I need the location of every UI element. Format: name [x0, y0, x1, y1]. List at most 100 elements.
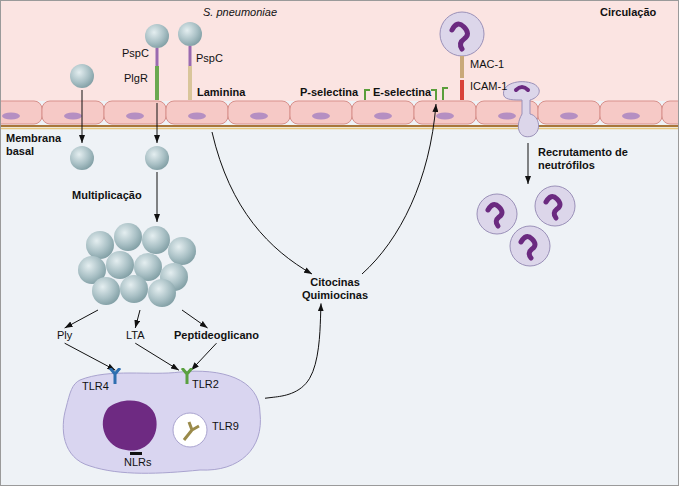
- endothelial-cell: [166, 101, 228, 124]
- bacterium: [70, 146, 94, 170]
- cell-nucleus: [622, 113, 640, 120]
- arrow-connector: [182, 310, 208, 328]
- e-selectin-receptor: [431, 90, 436, 100]
- signal-arrow: [212, 132, 312, 274]
- annotation-label: Laminina: [197, 86, 245, 99]
- bacterium: [178, 22, 202, 46]
- bacteria-cluster-shape: [70, 185, 210, 310]
- bacterium: [120, 275, 148, 303]
- entry-arrow: [82, 90, 83, 143]
- node-text: NLRs: [124, 456, 152, 469]
- endothelial-cell: [662, 101, 679, 124]
- node-text: LTA: [126, 329, 145, 342]
- annotation-label: S. pneumoniae: [203, 6, 277, 19]
- macrophage-cell: TLR4TLR2TLR9NLRs: [60, 368, 265, 476]
- node-text: Multiplicação: [72, 189, 142, 202]
- cell-nucleus: [374, 113, 392, 120]
- endosome: [173, 413, 207, 447]
- endothelial-cells: [0, 101, 679, 124]
- annotation-label: PspC: [122, 47, 149, 60]
- cell-nucleus: [64, 113, 82, 120]
- annotation-label: Circulação: [600, 6, 656, 19]
- pspc-protein: [156, 48, 159, 66]
- arrow-connector: [135, 310, 140, 328]
- bacterium: [70, 64, 94, 88]
- endothelial-cell: [352, 101, 414, 124]
- multiplication-arrow: [157, 172, 158, 222]
- molecule-label: Ply: [55, 328, 74, 343]
- bacterium: [145, 24, 169, 48]
- arrow-connector: [191, 343, 216, 370]
- bacterium: [106, 251, 134, 279]
- cell-nucleus: [312, 113, 330, 120]
- circulation-ground: [0, 0, 679, 101]
- bacterium: [86, 231, 114, 259]
- annotation-label: E-selectina: [373, 86, 431, 99]
- tlr4-receptor: [110, 368, 120, 384]
- bacterium: [148, 279, 176, 307]
- bacterium: [168, 237, 196, 265]
- arrow-connector: [265, 303, 321, 398]
- bacterium: [114, 223, 142, 251]
- arrow-connector: [135, 343, 179, 370]
- bacterium: [142, 226, 170, 254]
- tlr9-receptor: [184, 422, 199, 440]
- node-text: TLR2: [192, 378, 219, 391]
- cell-nucleus: [250, 113, 268, 120]
- node-text: TLR4: [82, 380, 109, 393]
- entry-arrow: [157, 103, 158, 143]
- molecule-label: LTA: [124, 328, 147, 343]
- annotation-label: Recrutamento de neutrófilos: [538, 146, 648, 172]
- signal-arrow: [362, 104, 436, 274]
- neutrophil: [510, 226, 550, 266]
- recruitment-arrow: [528, 143, 529, 184]
- endothelial-cell: [414, 101, 476, 124]
- arrow-connector: [65, 310, 98, 328]
- neutrophil: [440, 12, 484, 56]
- neutrophil-nucleus: [516, 87, 528, 90]
- cell-nucleus: [498, 113, 516, 120]
- neutrophil: [535, 186, 575, 226]
- basal-membrane: [0, 125, 679, 127]
- cell-nucleus: [2, 113, 20, 120]
- cytokine-label: Citocinas Quimiocinas: [300, 275, 370, 303]
- plgr-receptor: [155, 66, 159, 100]
- cell-nucleus: [436, 113, 454, 120]
- annotation-label: Membrana basal: [6, 132, 68, 158]
- endothelial-cell: [290, 101, 352, 124]
- cell-nucleus: [560, 113, 578, 120]
- bacteria-cluster: Multiplicação: [70, 185, 210, 310]
- annotation-label: P-selectina: [300, 86, 358, 99]
- endothelial-cell: [42, 101, 104, 124]
- molecule-label: Peptideoglicano: [172, 328, 261, 343]
- neutrophil: [477, 194, 517, 234]
- nlr-bar: [130, 452, 142, 455]
- p-selectin-receptor: [365, 90, 370, 100]
- endothelial-cell: [600, 101, 662, 124]
- annotation-label: MAC-1: [470, 58, 504, 71]
- annotation-label: PlgR: [124, 72, 148, 85]
- node-text: Ply: [57, 329, 72, 342]
- macrophage-nucleus: [103, 401, 157, 451]
- basal-membrane: [0, 128, 679, 130]
- e-selectin-receptor: [443, 88, 448, 100]
- annotation-label: ICAM-1: [470, 80, 507, 93]
- neutrophil-nucleus: [452, 24, 468, 49]
- macrophage-body: [63, 371, 260, 473]
- tlr2-receptor: [182, 368, 192, 384]
- annotation-label: PspC: [196, 52, 223, 65]
- bacterium: [92, 277, 120, 305]
- transmigrating-neutrophil: [503, 82, 539, 137]
- pspc-protein: [189, 46, 192, 66]
- cell-nucleus: [188, 113, 206, 120]
- node-text: Peptideoglicano: [174, 329, 259, 342]
- node-text: Citocinas Quimiocinas: [302, 276, 368, 302]
- bacterium: [145, 146, 169, 170]
- endothelial-cell: [228, 101, 290, 124]
- endothelial-cell: [0, 101, 42, 124]
- icam1-molecule: [460, 80, 464, 100]
- laminin: [188, 66, 192, 100]
